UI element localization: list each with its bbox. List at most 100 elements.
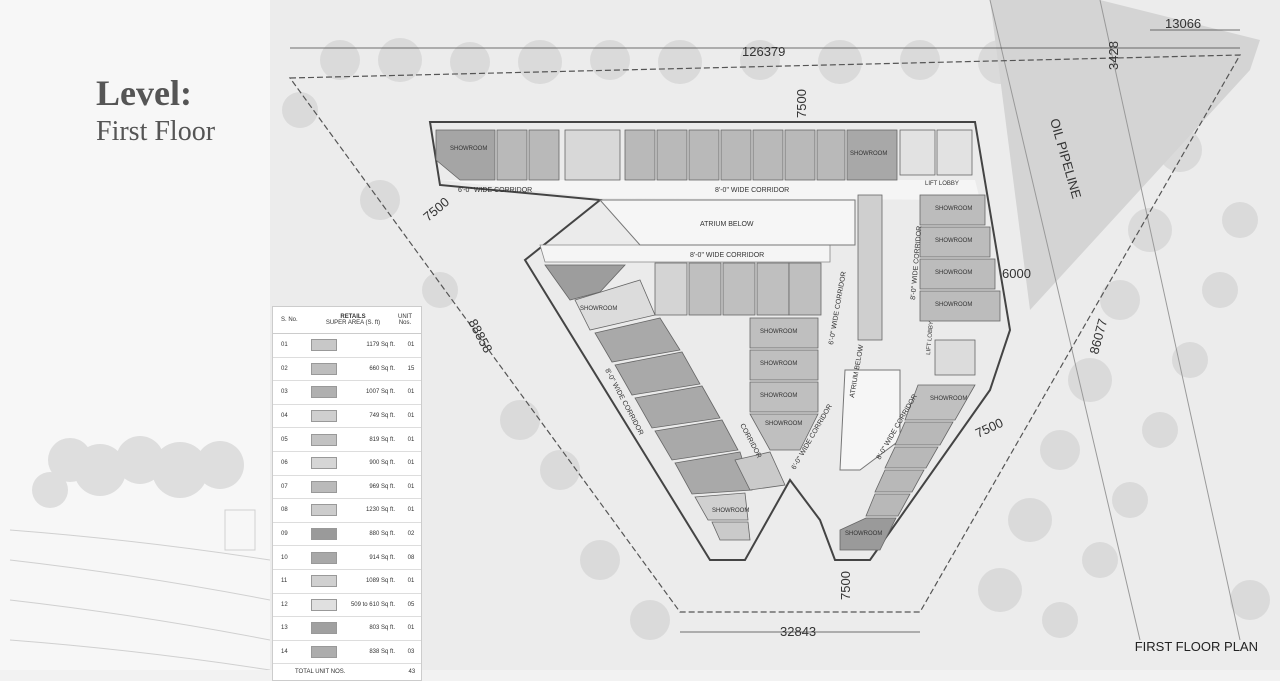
legend-sno: 14 <box>281 649 288 656</box>
legend-sno: 07 <box>281 483 288 490</box>
legend-area: 1007 Sq ft. <box>365 389 395 396</box>
showroom-label-t2: SHOWROOM <box>850 151 887 157</box>
legend-swatch <box>311 386 337 399</box>
legend-row: 06 900 Sq ft. 01 <box>273 452 421 476</box>
dim-top-corridor: 7500 <box>794 89 809 118</box>
legend-header-retails: RETAILS <box>340 314 366 320</box>
legend-row: 02 660 Sq ft. 15 <box>273 358 421 382</box>
legend-header-sno: S. No. <box>281 317 298 323</box>
legend-units: 05 <box>407 601 415 608</box>
legend-row: 05 819 Sq ft. 01 <box>273 428 421 452</box>
legend-sno: 04 <box>281 413 288 420</box>
legend-swatch <box>311 598 337 611</box>
showroom-label-r3: SHOWROOM <box>935 270 972 276</box>
legend-swatch <box>311 551 337 564</box>
legend-area: 1230 Sq ft. <box>365 507 395 514</box>
legend-sno: 01 <box>281 342 288 349</box>
top-showrooms <box>435 129 898 181</box>
legend-units: 01 <box>407 578 415 585</box>
legend-units: 01 <box>407 507 415 514</box>
legend-area: 660 Sq ft. <box>369 365 395 372</box>
legend-area: 509 to 610 Sq ft. <box>350 601 395 608</box>
legend-row: 07 969 Sq ft. 01 <box>273 476 421 500</box>
showroom-label-r2: SHOWROOM <box>935 238 972 244</box>
legend-row: 12 509 to 610 Sq ft. 05 <box>273 594 421 618</box>
atrium-label-top: ATRIUM BELOW <box>700 221 754 228</box>
legend-sno: 05 <box>281 436 288 443</box>
corridor-label-top: 8'-0" WIDE CORRIDOR <box>715 187 789 194</box>
right-showrooms <box>919 194 1001 322</box>
legend-header: S. No. RETAILS SUPER AREA (S. ft) UNIT N… <box>273 307 421 334</box>
legend-area: 969 Sq ft. <box>369 483 395 490</box>
legend-sno: 03 <box>281 389 288 396</box>
legend-swatch <box>311 410 337 423</box>
showroom-label-c4: SHOWROOM <box>765 421 802 427</box>
legend-sno: 06 <box>281 460 288 467</box>
showroom-label-c2: SHOWROOM <box>760 361 797 367</box>
legend-header-super-area: SUPER AREA (S. ft) <box>325 320 381 326</box>
dim-right-corridor-a: 6000 <box>1002 266 1031 281</box>
level-subtitle: First Floor <box>96 116 216 147</box>
legend-sno: 13 <box>281 625 288 632</box>
dim-right-offset: 3428 <box>1106 41 1121 70</box>
legend-units: 01 <box>407 389 415 396</box>
legend-swatch <box>311 457 337 470</box>
site-boundary <box>288 54 1242 613</box>
legend-units: 15 <box>407 365 415 372</box>
legend-swatch <box>311 480 337 493</box>
legend-sno: 08 <box>281 507 288 514</box>
dim-top: 126379 <box>742 44 785 59</box>
legend-sno: 10 <box>281 554 288 561</box>
legend-area: 900 Sq ft. <box>369 460 395 467</box>
background-trees-illustration <box>9 436 270 670</box>
legend-units: 01 <box>407 483 415 490</box>
legend-row: 04 749 Sq ft. 01 <box>273 405 421 429</box>
legend-units: 01 <box>407 460 415 467</box>
legend-units: 08 <box>407 554 415 561</box>
legend-area: 803 Sq ft. <box>369 625 395 632</box>
right-diagonal-showrooms <box>839 384 976 551</box>
level-title: Level: <box>96 73 192 113</box>
legend-area: 1179 Sq ft. <box>366 342 395 349</box>
plan-caption: FIRST FLOOR PLAN <box>1134 639 1258 654</box>
legend-row: 08 1230 Sq ft. 01 <box>273 499 421 523</box>
corridor-label-center: 8'-0" WIDE CORRIDOR <box>690 252 764 259</box>
legend-units: 02 <box>407 531 415 538</box>
legend-swatch <box>311 433 337 446</box>
left-diagonal-showrooms <box>544 264 786 541</box>
legend-units: 01 <box>407 413 415 420</box>
showroom-label-t1: SHOWROOM <box>450 146 487 152</box>
retail-legend-table: S. No. RETAILS SUPER AREA (S. ft) UNIT N… <box>272 306 422 681</box>
legend-swatch <box>311 504 337 517</box>
legend-units: 01 <box>407 436 415 443</box>
legend-rows: 01 1179 Sq ft. 01 02 660 Sq ft. 15 03 1007 Sq f… <box>273 334 421 665</box>
showroom-label-c3: SHOWROOM <box>760 393 797 399</box>
stair-core-top <box>564 129 621 181</box>
showroom-label-r4: SHOWROOM <box>935 302 972 308</box>
legend-area: 819 Sq ft. <box>369 436 395 443</box>
lift-lobby-label: LIFT LOBBY <box>925 181 959 187</box>
showroom-label-ld1: SHOWROOM <box>580 306 617 312</box>
legend-sno: 02 <box>281 365 288 372</box>
legend-sno: 11 <box>281 578 288 585</box>
legend-area: 880 Sq ft. <box>369 531 395 538</box>
legend-sno: 12 <box>281 601 288 608</box>
legend-swatch <box>311 339 337 352</box>
legend-sno: 09 <box>281 531 288 538</box>
legend-area: 749 Sq ft. <box>369 413 395 420</box>
legend-area: 838 Sq ft. <box>369 649 395 656</box>
legend-row: 09 880 Sq ft. 02 <box>273 523 421 547</box>
escalator <box>857 194 883 341</box>
showroom-label-rd2: SHOWROOM <box>845 531 882 537</box>
floor-plan-drawing: ATRIUM BELOW ATRIUM BELOW 6'-0" WIDE COR… <box>270 0 1280 670</box>
legend-swatch <box>311 646 337 659</box>
dim-top-right: 13066 <box>1165 16 1201 31</box>
dim-bottom-edge: 32843 <box>780 624 816 639</box>
dim-bottom-corridor: 7500 <box>838 571 853 600</box>
legend-row: 03 1007 Sq ft. 01 <box>273 381 421 405</box>
legend-area: 914 Sq ft. <box>369 554 395 561</box>
legend-swatch <box>311 575 337 588</box>
